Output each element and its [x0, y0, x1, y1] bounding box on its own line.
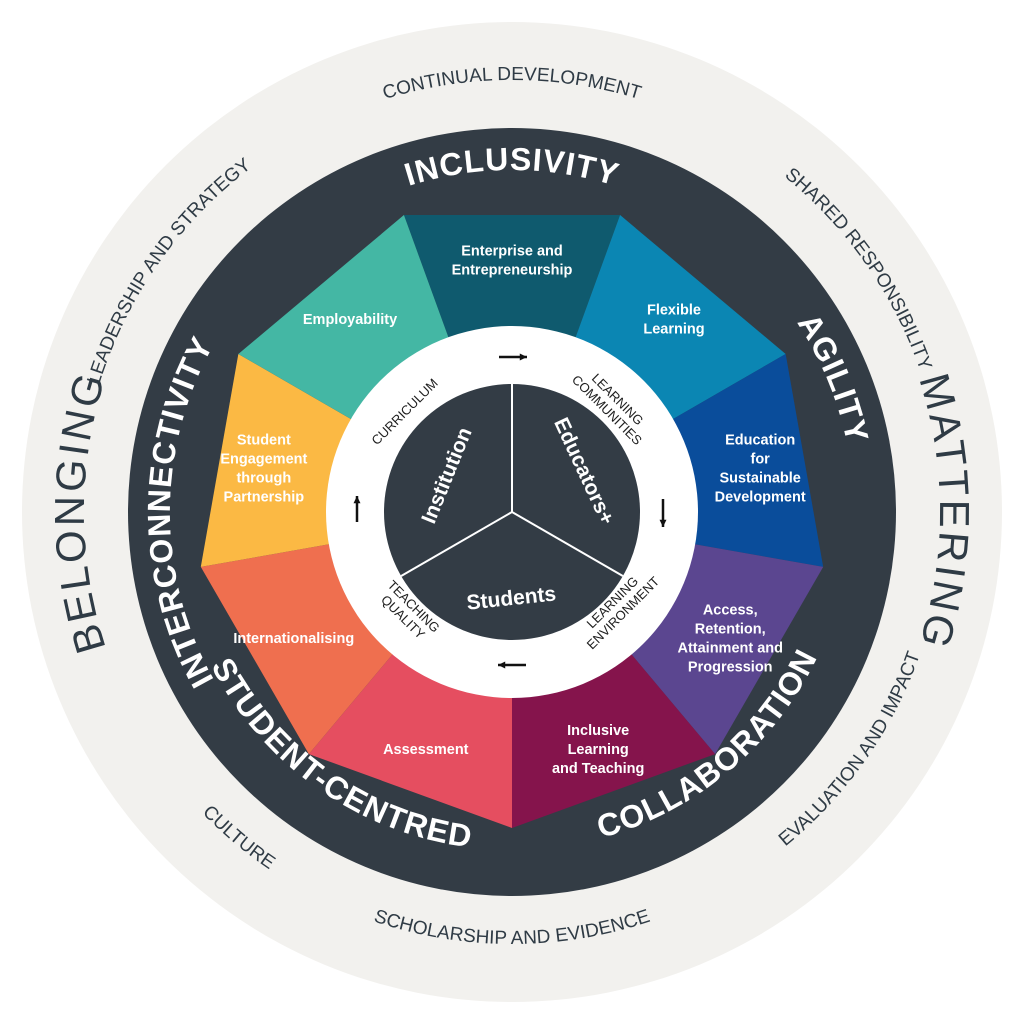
segment-label-line: Student: [237, 433, 291, 449]
segment-label-line: Employability: [303, 312, 397, 328]
segment-label-line: Learning: [643, 321, 704, 337]
segment-label-line: Development: [715, 490, 806, 506]
segment-label-line: Assessment: [383, 742, 469, 758]
hub-divider: [400, 511, 513, 577]
cycle-arrow-head: [519, 353, 527, 361]
segment-label-line: Access,: [703, 603, 758, 619]
segment-label-line: Enterprise and: [461, 244, 563, 260]
segment-label-line: Flexible: [647, 302, 701, 318]
cycle-arrow-head: [353, 496, 361, 504]
segment-label-employability: Employability: [303, 312, 397, 328]
segment-label-line: Partnership: [224, 490, 305, 506]
cycle-arrow-head: [659, 519, 667, 527]
segment-label-line: Sustainable: [719, 471, 800, 487]
segment-label-line: Entrepreneurship: [452, 263, 573, 279]
hub-divider: [511, 511, 624, 577]
segment-label-line: Learning: [568, 742, 629, 758]
segment-label-internationalising: Internationalising: [233, 631, 354, 647]
segment-label-line: Progression: [688, 660, 773, 676]
segment-label-line: Education: [725, 433, 795, 449]
segment-label-line: for: [750, 452, 770, 468]
segment-label-line: Internationalising: [233, 631, 354, 647]
segment-label-line: through: [236, 471, 291, 487]
segment-label-line: Engagement: [220, 452, 307, 468]
segment-label-line: Inclusive: [567, 723, 629, 739]
segment-label-assessment: Assessment: [383, 742, 469, 758]
process-arrows: [353, 353, 667, 669]
segment-label-line: Attainment and: [677, 641, 783, 657]
cycle-arrow-head: [498, 661, 506, 669]
segment-label-line: Retention,: [695, 622, 766, 638]
segment-label-line: and Teaching: [552, 761, 644, 777]
